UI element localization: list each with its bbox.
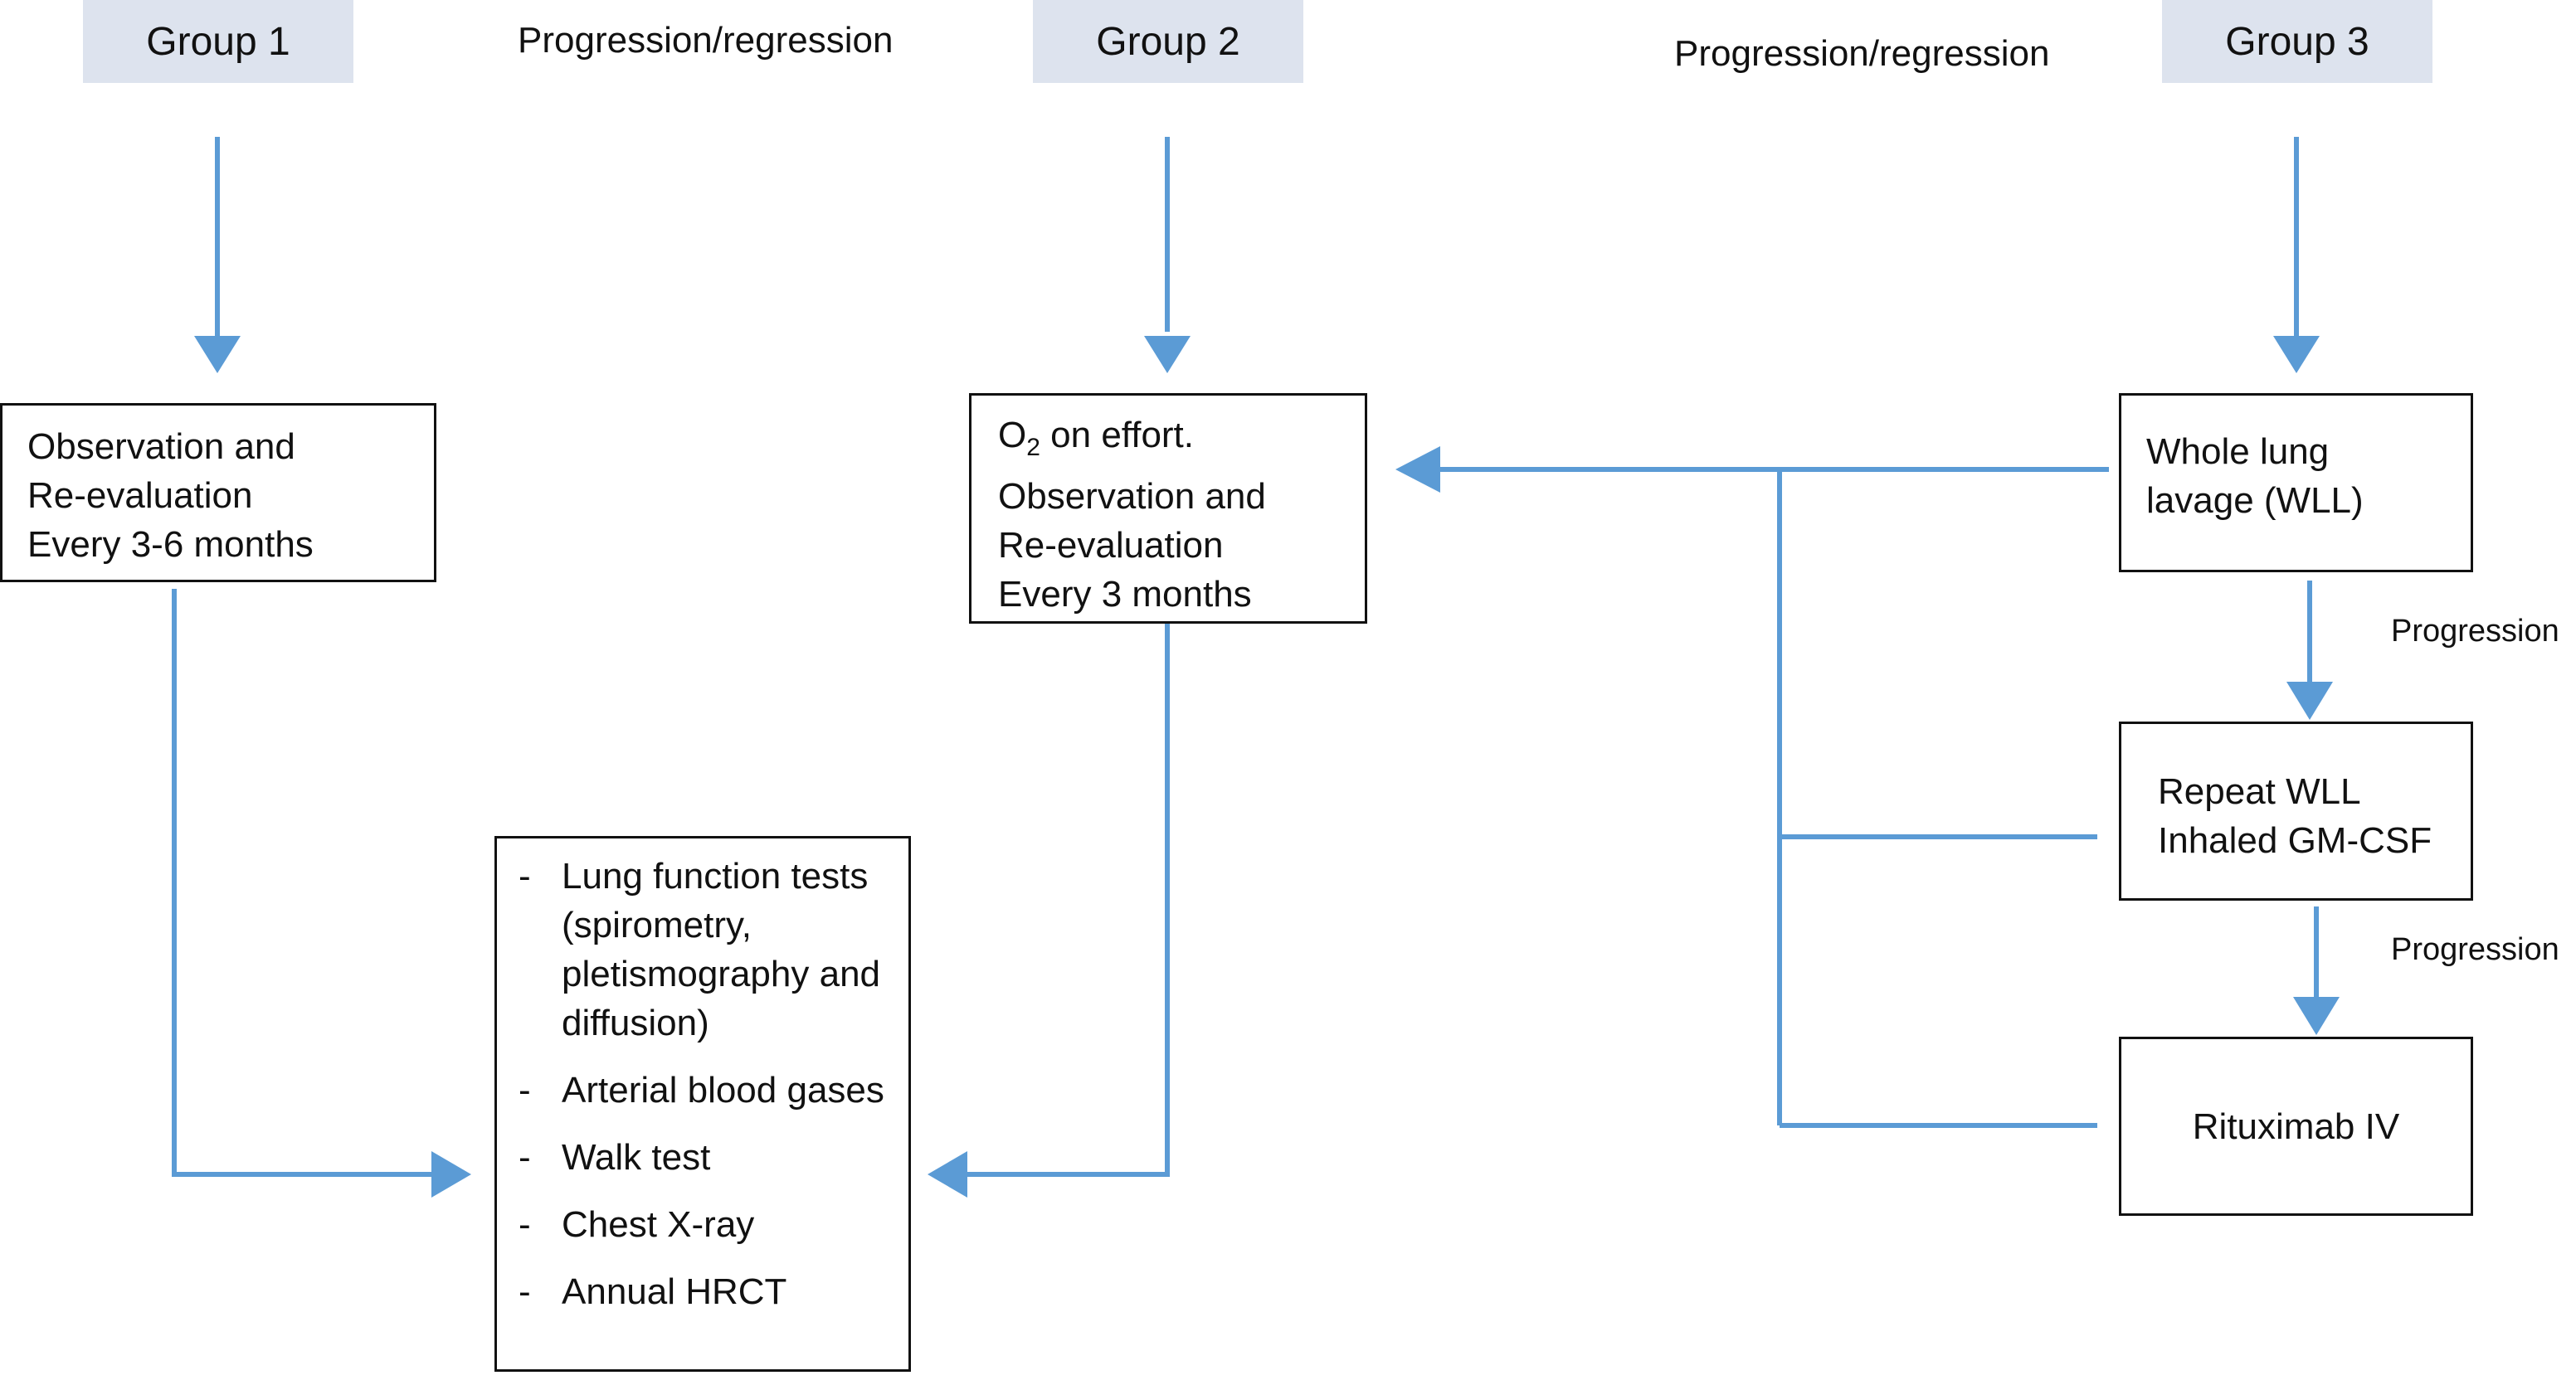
rituximab-label: Rituximab IV [2192, 1106, 2400, 1147]
arrow-box1-to-tests [172, 589, 440, 1177]
repeat-wll-box: Repeat WLL Inhaled GM-CSF [2119, 722, 2473, 901]
progression-regression-label-2: Progression/regression [1674, 33, 2050, 74]
arrowhead-group3 [2273, 336, 2320, 373]
group1-observation-box: Observation and Re-evaluation Every 3-6 … [0, 403, 436, 582]
repeat-line-1: Repeat WLL [2158, 771, 2361, 812]
rituximab-box: Rituximab IV [2119, 1037, 2473, 1216]
group1-box-line-1: Observation and [27, 426, 295, 467]
arrow-box2-to-tests [962, 624, 1170, 1177]
arrowhead-box2-tests [928, 1151, 967, 1198]
progression-label-1: Progression [2391, 614, 2559, 649]
whole-lung-lavage-box: Whole lung lavage (WLL) [2119, 393, 2473, 572]
wll-line-2: lavage (WLL) [2146, 480, 2364, 521]
o2-symbol: O [998, 415, 1027, 455]
group1-box-line-3: Every 3-6 months [27, 524, 314, 565]
group3-header-label: Group 3 [2225, 19, 2369, 64]
test-item-annual-hrct: Annual HRCT [497, 1267, 892, 1316]
arrowhead-group1 [194, 336, 241, 373]
wll-line-1: Whole lung [2146, 431, 2330, 472]
group1-box-line-2: Re-evaluation [27, 475, 253, 516]
o2-rest: on effort. [1040, 415, 1195, 455]
progression-label-2: Progression [2391, 932, 2559, 967]
arrowhead-wll-box2 [1395, 446, 1440, 493]
group3-header: Group 3 [2162, 0, 2432, 83]
group1-header: Group 1 [83, 0, 353, 83]
arrowhead-wll-repeat [2286, 682, 2333, 720]
group2-header-label: Group 2 [1096, 19, 1240, 64]
group2-header: Group 2 [1033, 0, 1303, 83]
group1-header-label: Group 1 [146, 19, 290, 64]
repeat-line-2: Inhaled GM-CSF [2158, 820, 2432, 861]
test-item-lung-function: Lung function tests (spirometry, pletism… [497, 852, 892, 1047]
monitoring-tests-box: Lung function tests (spirometry, pletism… [494, 836, 911, 1372]
group2-box-line-3: Re-evaluation [998, 524, 1224, 566]
test-item-chest-xray: Chest X-ray [497, 1200, 892, 1249]
o2-line: O2 on effort. [998, 411, 1365, 472]
arrowhead-group2 [1144, 336, 1191, 373]
test-item-walk-test: Walk test [497, 1133, 892, 1182]
o2-subscript: 2 [1026, 433, 1040, 461]
tests-list: Lung function tests (spirometry, pletism… [497, 852, 892, 1316]
progression-regression-label-1: Progression/regression [518, 20, 894, 61]
group2-o2-box: O2 on effort. Observation and Re-evaluat… [969, 393, 1367, 624]
arrowhead-repeat-rituximab [2293, 997, 2340, 1035]
arrowhead-box1-tests [431, 1151, 471, 1198]
group2-box-line-2: Observation and [998, 475, 1266, 517]
test-item-blood-gases: Arterial blood gases [497, 1066, 892, 1115]
group2-box-line-4: Every 3 months [998, 573, 1252, 615]
